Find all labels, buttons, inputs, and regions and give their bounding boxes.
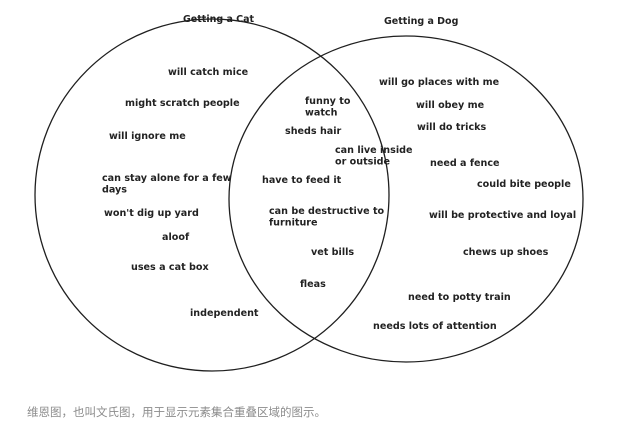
figure-caption: 维恩图，也叫文氏图，用于显示元素集合重叠区域的图示。 [27,405,326,419]
dog-only-item: needs lots of attention [373,321,497,332]
cat-circle [34,18,390,372]
cat-only-item: will ignore me [109,131,186,142]
cat-only-item: will catch mice [168,67,249,78]
cat-only-item: won't dig up yard [104,208,199,219]
cat-only-item: aloof [162,232,190,243]
dog-only-item: will go places with me [379,77,500,88]
cat-only-item: might scratch people [125,98,240,109]
dog-only-item: will be protective and loyal [429,210,576,221]
dog-only-item: could bite people [477,179,571,190]
dog-only-item: need to potty train [408,292,511,303]
both-item: sheds hair [285,126,342,137]
dog-only-item: need a fence [430,158,500,169]
both-item: have to feed it [262,175,342,186]
dog-circle [228,35,584,363]
both-item: vet bills [311,247,354,258]
cat-set-title: Getting a Cat [183,14,255,25]
dog-only-item: chews up shoes [463,247,549,258]
dog-only-item: will obey me [416,100,485,111]
both-item: fleas [300,279,326,290]
venn-items: will catch mice might scratch people will … [102,67,576,332]
dog-set-title: Getting a Dog [384,16,458,27]
cat-only-item: uses a cat box [131,262,209,273]
cat-only-item: independent [190,308,259,319]
dog-only-item: will do tricks [417,122,487,133]
